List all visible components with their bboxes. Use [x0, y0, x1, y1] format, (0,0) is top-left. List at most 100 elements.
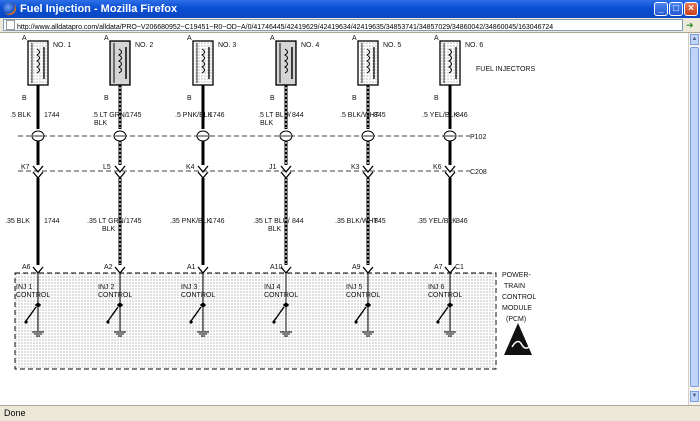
c208-pin [32, 165, 44, 174]
wiring-diagram: P102 C208 FUEL INJECTORS POWER- TRAIN CO… [5, 35, 536, 370]
c208-label: C208 [470, 169, 487, 176]
pin-b-label: B [270, 95, 275, 102]
go-icon[interactable]: ➜ [686, 20, 694, 30]
c208-pin-label: K3 [351, 164, 360, 171]
pcm-pin [197, 266, 209, 275]
control-label-2: CONTROL [16, 292, 50, 299]
control-label-1: INJ 4 [264, 284, 280, 291]
injector-coil-icon [201, 48, 205, 74]
control-label-2: CONTROL [181, 292, 215, 299]
circuit-top-number: 844 [292, 112, 304, 119]
control-label-1: INJ 5 [346, 284, 362, 291]
circuit-bottom-number: 1745 [126, 218, 142, 225]
window-titlebar[interactable]: Fuel Injection - Mozilla Firefox _ □ × [0, 0, 700, 18]
injector-coil-icon [448, 48, 452, 74]
pin-b-label: B [352, 95, 357, 102]
driver-switch-icon [190, 306, 202, 322]
close-button[interactable]: × [684, 2, 698, 16]
circuit-bottom-number: 1746 [209, 218, 225, 225]
pcm-label-line-5: (PCM) [506, 316, 526, 323]
page-content: P102 C208 FUEL INJECTORS POWER- TRAIN CO… [0, 33, 688, 405]
driver-switch-icon [437, 306, 449, 322]
pin-a-label: A [22, 35, 27, 42]
injector-number-label: NO. 2 [135, 42, 153, 49]
wire-top-color: .5 LT BLU/ [258, 112, 291, 119]
injector-body [439, 40, 461, 86]
injector-body [192, 40, 214, 86]
c208-pin-label: K4 [186, 164, 195, 171]
circuit-top-number: 1744 [44, 112, 60, 119]
pin-b-label: B [22, 95, 27, 102]
injector-number-label: NO. 6 [465, 42, 483, 49]
pcm-pin-label: A6 [22, 264, 31, 271]
pin-a-label: A [270, 35, 275, 42]
scroll-down-icon[interactable]: ▼ [690, 391, 699, 402]
control-label-1: INJ 6 [428, 284, 444, 291]
c208-pin-label: K7 [21, 164, 30, 171]
c208-pin-label: J1 [269, 164, 277, 171]
pcm-label-line-2: TRAIN [504, 283, 525, 290]
driver-switch-icon [273, 306, 285, 322]
circuit-top-number: 845 [374, 112, 386, 119]
circuit-bottom-number: 846 [456, 218, 468, 225]
control-label-2: CONTROL [428, 292, 462, 299]
pcm-label-line-4: MODULE [502, 305, 532, 312]
scroll-up-icon[interactable]: ▲ [690, 34, 699, 45]
wire-bottom-color-2: BLK [268, 226, 282, 233]
pcm-label-line-1: POWER- [502, 272, 531, 279]
pcm-pin-label: A7 [434, 264, 443, 271]
injector-number-label: NO. 5 [383, 42, 401, 49]
pin-b-label: B [104, 95, 109, 102]
pcm-pin-label: A1 [187, 264, 196, 271]
c208-pin [362, 165, 374, 174]
wire-bottom-color: .35 LT BLU/ [253, 218, 290, 225]
wire-top-color: .5 PNK/BLK [175, 112, 213, 119]
pcm-pin-extra-label: C1 [455, 264, 464, 271]
wire-top-color: .5 YEL/BLK [422, 112, 458, 119]
pcm-pin [280, 266, 292, 275]
injector-coil-icon [118, 48, 122, 74]
c208-pin [114, 165, 126, 174]
pcm-pin [362, 266, 374, 275]
wire-top-color: .5 LT GRN/ [92, 112, 127, 119]
pin-a-label: A [104, 35, 109, 42]
url-field[interactable]: http://www.alldatapro.com/alldata/PRO~V2… [3, 19, 683, 31]
minimize-button[interactable]: _ [654, 2, 668, 16]
fuel-injectors-label: FUEL INJECTORS [476, 66, 535, 73]
wire-bottom-color: .35 LT GRN/ [87, 218, 126, 225]
injector-body [27, 40, 49, 86]
injector-body [357, 40, 379, 86]
circuit-top-number: 1746 [209, 112, 225, 119]
wire-bottom-color: .35 BLK/WHT [335, 218, 379, 225]
driver-switch-icon [355, 306, 367, 322]
wire-top-color-2: BLK [94, 120, 108, 127]
address-bar: http://www.alldatapro.com/alldata/PRO~V2… [0, 18, 700, 33]
page-icon [6, 20, 15, 30]
control-label-1: INJ 1 [16, 284, 32, 291]
pcm-pin [114, 266, 126, 275]
pin-a-label: A [187, 35, 192, 42]
wire-top-color: .5 BLK [10, 112, 31, 119]
driver-switch-icon [107, 306, 119, 322]
status-bar: Done [0, 405, 700, 421]
firefox-icon [3, 2, 16, 15]
scrollbar-thumb[interactable] [690, 47, 699, 387]
maximize-button[interactable]: □ [669, 2, 683, 16]
wire-bottom-color: .35 BLK [5, 218, 30, 225]
injector-number-label: NO. 1 [53, 42, 71, 49]
circuit-bottom-number: 844 [292, 218, 304, 225]
c208-pin [197, 165, 209, 174]
circuit-bottom-number: 1744 [44, 218, 60, 225]
pcm-pin [444, 266, 456, 275]
vertical-scrollbar[interactable]: ▲ ▼ [688, 33, 700, 405]
c208-pin-label: L5 [103, 164, 111, 171]
driver-switch-icon [25, 306, 37, 322]
pin-b-label: B [434, 95, 439, 102]
pin-a-label: A [434, 35, 439, 42]
control-label-2: CONTROL [98, 292, 132, 299]
c208-pin [444, 165, 456, 174]
esd-warning-icon [504, 323, 532, 355]
